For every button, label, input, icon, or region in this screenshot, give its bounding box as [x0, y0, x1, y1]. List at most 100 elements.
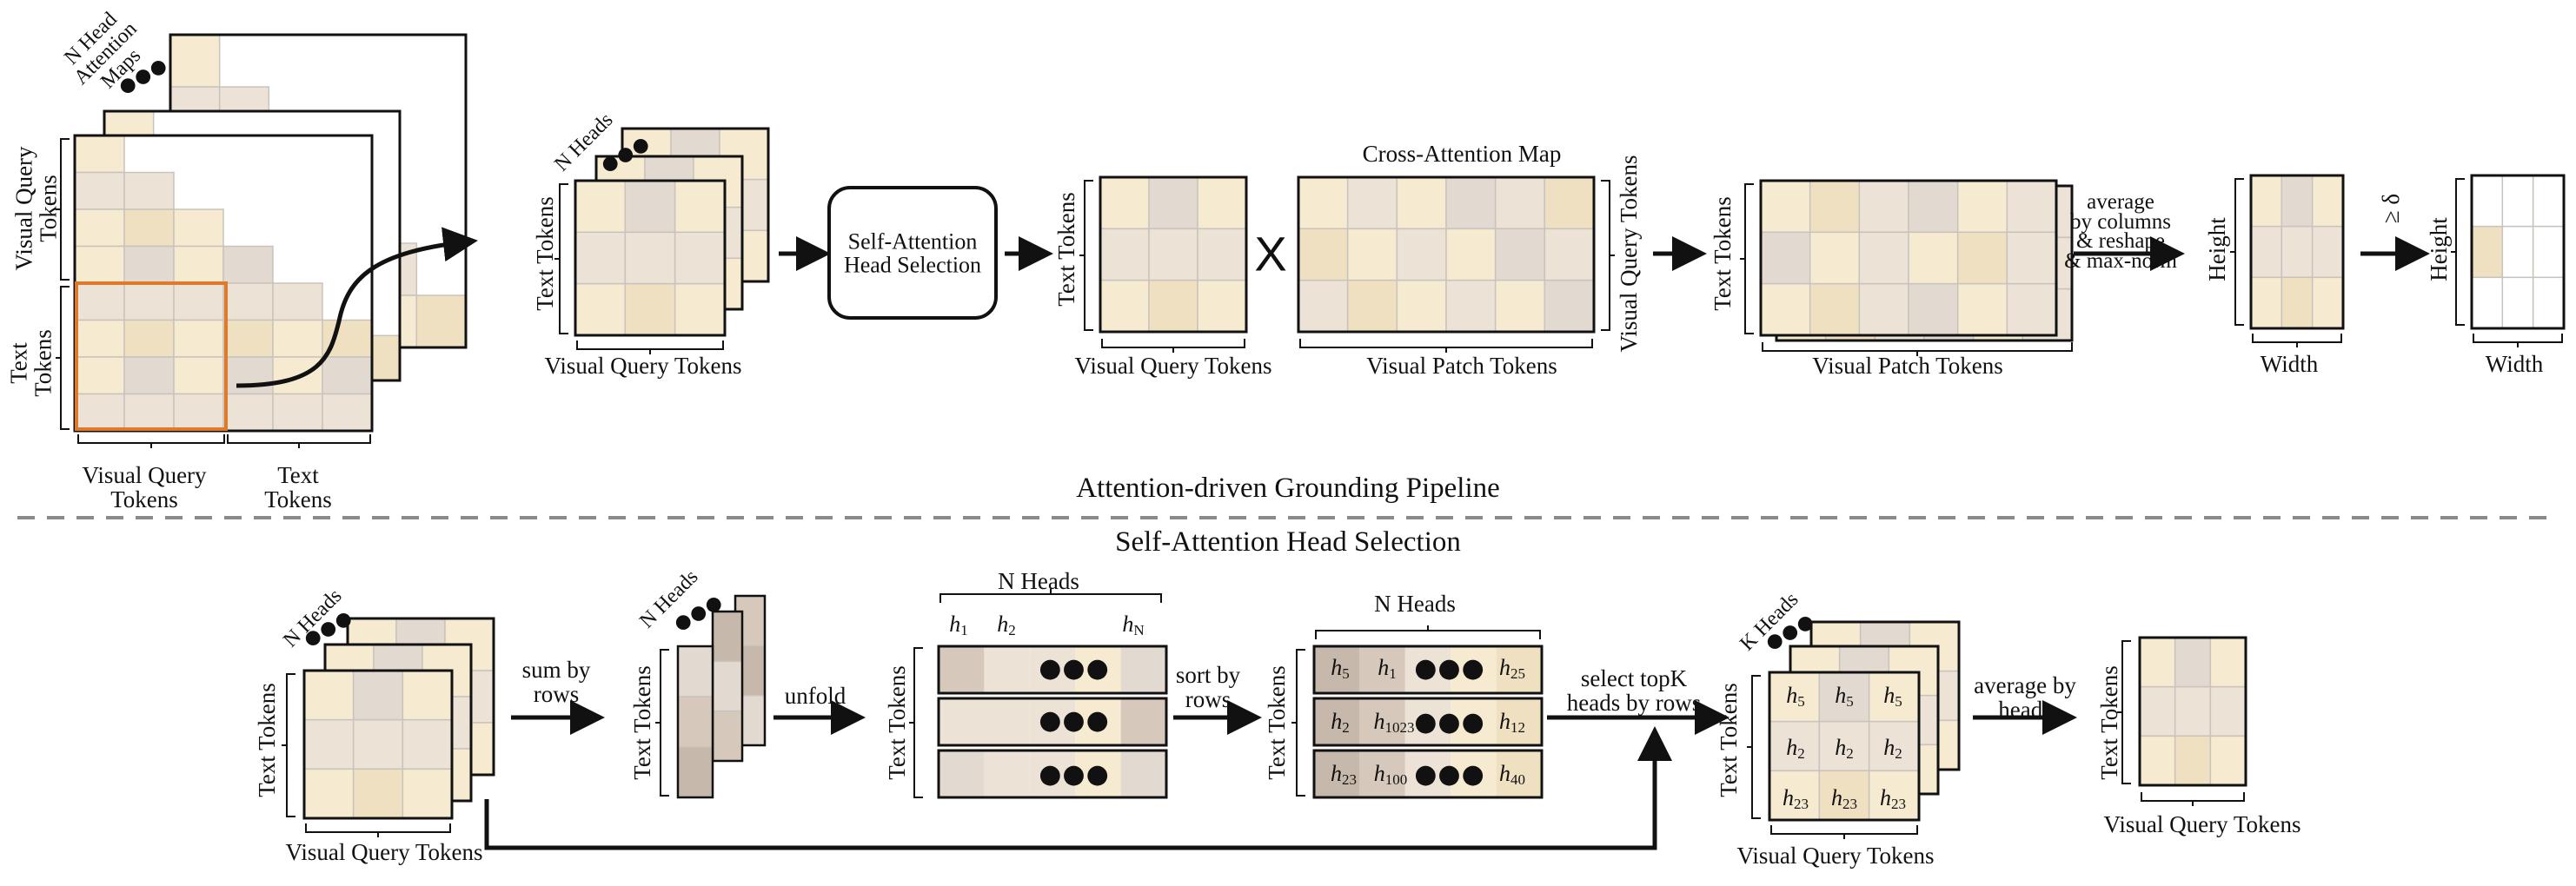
ellipsis-icon: ●●● [1414, 653, 1485, 684]
unfold-row-cell [984, 698, 1030, 745]
k-grid-cell: h23 [1880, 785, 1906, 812]
result-map-cell [1908, 282, 1959, 336]
heads-stack-front-cell [624, 231, 676, 285]
heads-stack-front-cell [624, 180, 676, 234]
result-map-cell [1908, 231, 1959, 285]
unfold-row [937, 697, 1168, 747]
k-grid-cell [1868, 720, 1920, 772]
sorted-row [1312, 697, 1544, 747]
column-front-cell [677, 696, 714, 748]
heads-stack-front-cell [574, 180, 627, 234]
width-label: Width [2485, 351, 2544, 377]
sorted-row-cell [1496, 698, 1542, 745]
height-label: Height [2204, 217, 2231, 281]
unfold-row-cell [1029, 750, 1076, 797]
selected-map-border [1099, 175, 1248, 334]
cross-attention-map-cell [1396, 228, 1447, 281]
result-map-cell [2006, 180, 2057, 234]
unfold-row-cell [984, 646, 1030, 693]
visual-query-tokens-label: Visual Query Tokens [1074, 353, 1272, 379]
visual-query-tokens-label: Visual Query Tokens [544, 353, 742, 379]
binary-mask-cell [2471, 225, 2504, 279]
cross-attention-map-border [1297, 175, 1596, 334]
text-tokens-label: Text Tokens [532, 196, 559, 311]
n-heads-label: N Heads [998, 568, 1079, 594]
unfold-row-cell [1075, 646, 1121, 693]
heads-stack-front-border [574, 179, 727, 337]
attention-map-front-cell [123, 282, 175, 321]
sorted-row-cell [1404, 750, 1451, 797]
unfold-row-cell [1120, 646, 1166, 693]
ellipsis-icon: ●●● [1039, 705, 1110, 736]
heatmap-cell [2311, 175, 2344, 228]
sorted-head-label: h12 [1499, 709, 1525, 736]
cross-attention-map-cell [1346, 279, 1398, 333]
unfold-row-cell [984, 750, 1030, 797]
result-map-cell [1956, 231, 2008, 285]
bottom-stack-front-cell [352, 670, 404, 721]
result-map-cell [1809, 231, 1861, 285]
selected-map-cell [1099, 279, 1150, 333]
unfold-row-cell [1075, 698, 1121, 745]
sorted-row-cell [1451, 750, 1497, 797]
sorted-row-cell [1404, 646, 1451, 693]
final-map-cell [2174, 637, 2212, 688]
visual-query-tokens-label: Visual Query Tokens [1736, 843, 1935, 869]
result-map-cell [1858, 180, 1909, 234]
k-grid-cell [1769, 720, 1821, 772]
visual-query-tokens-label: Visual Query Tokens [1616, 155, 1643, 353]
binary-mask-cell [2532, 175, 2565, 228]
sorted-row-cell [1359, 750, 1405, 797]
attention-map-front-cell [74, 319, 125, 358]
head-label-hn: hN [1122, 612, 1145, 638]
k-grid-cell: h23 [1783, 785, 1809, 812]
attention-map-front-cell [272, 319, 323, 358]
k-grid-border [1768, 671, 1921, 822]
attention-map-back-cell [169, 34, 221, 88]
cross-attention-map-cell [1544, 279, 1595, 333]
attention-map-front-cell [74, 245, 125, 284]
result-map-cell [1956, 282, 2008, 336]
k-grid-cell [1818, 720, 1870, 772]
sorted-head-label: h1 [1378, 655, 1397, 682]
result-map-cell [1760, 282, 1811, 336]
text-tokens-label: Text Tokens [1716, 683, 1743, 797]
cross-attention-map-cell [1396, 176, 1447, 230]
attention-map-front-cell [173, 319, 224, 358]
text-tokens-label: Text Tokens [1053, 192, 1080, 307]
attention-map-front-cell [173, 208, 224, 248]
text-tokens-label: Text Tokens [254, 683, 281, 797]
sorted-head-label: h23 [1331, 761, 1357, 788]
sorted-row-cell [1314, 646, 1360, 693]
bottom-stack-front-cell [352, 768, 404, 819]
ellipsis-icon: ●●● [1039, 653, 1110, 684]
sorted-head-label: h5 [1331, 655, 1350, 682]
result-map-cell [1908, 180, 1959, 234]
attention-map-front-cell [123, 208, 175, 248]
height-label: Height [2426, 217, 2453, 281]
head-label-h2: h2 [997, 612, 1016, 638]
result-map-border [1759, 179, 2058, 337]
attention-map-front-cell [272, 282, 323, 321]
sorted-row-cell [1451, 646, 1497, 693]
sorted-row-cell [1404, 698, 1451, 745]
unfold-row-cell [1029, 698, 1076, 745]
sorted-head-label: h100 [1373, 761, 1408, 788]
attention-map-front-cell [322, 319, 373, 358]
text-tokens-label: Text Tokens [629, 665, 656, 780]
k-grid-cell: h5 [1786, 683, 1805, 710]
visual-patch-tokens-label: Visual Patch Tokens [1366, 353, 1557, 379]
selected-map-cell [1099, 176, 1150, 230]
unfold-row-cell [1075, 750, 1121, 797]
unfold-row-cell [1120, 698, 1166, 745]
heatmap-cell [2281, 276, 2314, 329]
heads-stack-front-cell [674, 282, 726, 336]
sorted-head-label: h2 [1331, 709, 1350, 736]
unfold-row-cell [939, 750, 985, 797]
visual-patch-tokens-label: Visual Patch Tokens [1812, 353, 2003, 379]
selected-map-cell [1197, 228, 1247, 281]
head-selection-title: Self-Attention Head Selection [1115, 526, 1461, 558]
multiply-icon: X [1254, 226, 1287, 281]
